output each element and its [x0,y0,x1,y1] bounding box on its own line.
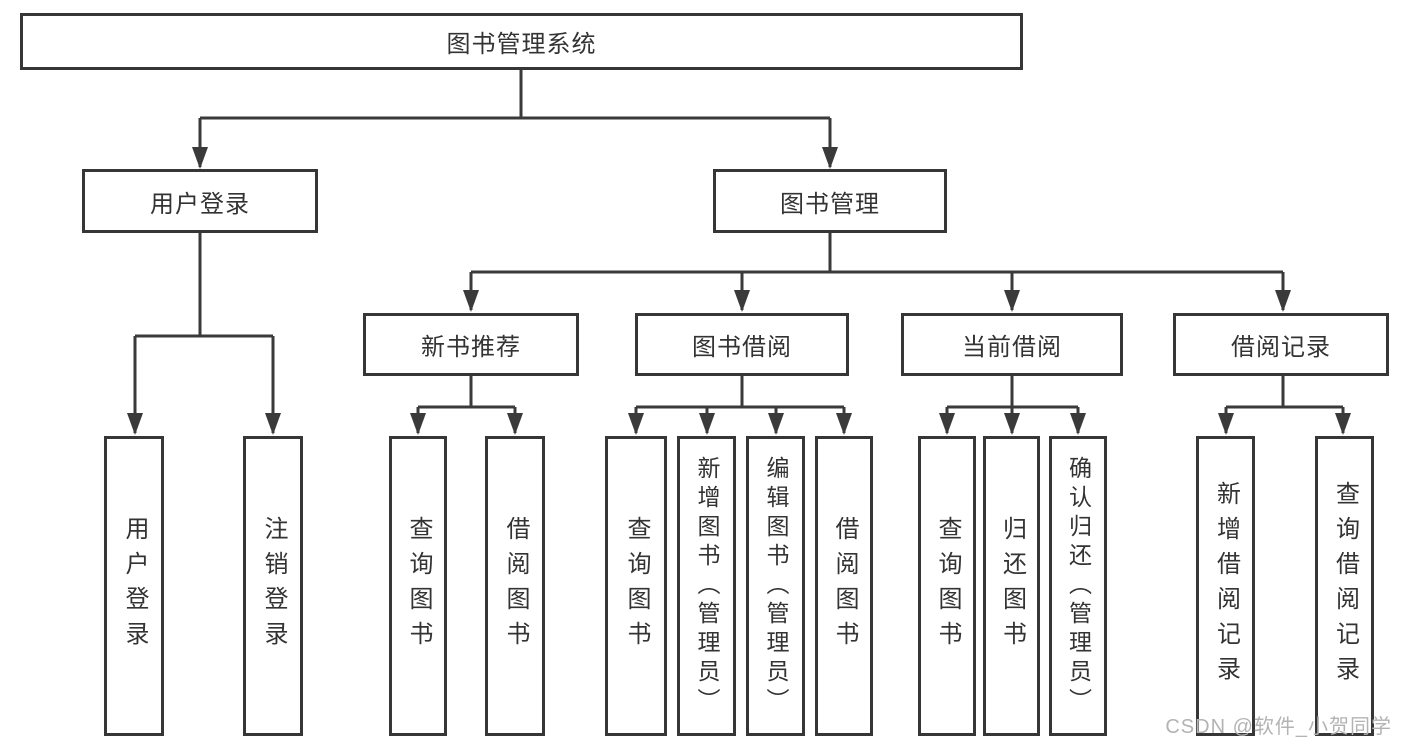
node-library-management-system: 图书管理系统 [20,13,1023,70]
leaf-return-books: 归还图书 [983,436,1040,736]
csdn-watermark: CSDN @软件_小贺同学 [1165,716,1392,738]
leaf-user-login: 用户登录 [104,436,164,736]
node-label: 查询图书 [623,516,650,656]
node-label: 借阅记录 [1231,334,1331,361]
leaf-borrow-books-borrowing: 借阅图书 [815,436,873,736]
node-borrowing-records: 借阅记录 [1173,313,1389,376]
node-label: 查询图书 [934,516,961,656]
node-label: 图书借阅 [692,334,792,361]
node-label: 查询图书 [405,516,432,656]
node-label: 确认归还（管理员） [1065,455,1092,717]
node-label: 当前借阅 [962,334,1062,361]
node-current-borrowing: 当前借阅 [901,313,1123,376]
leaf-confirm-return-admin: 确认归还（管理员） [1049,436,1107,736]
leaf-add-borrow-record: 新增借阅记录 [1196,436,1255,736]
node-label: 用户登录 [150,190,250,218]
node-book-management: 图书管理 [713,169,947,233]
leaf-query-borrow-record: 查询借阅记录 [1315,436,1374,736]
node-label: 注销登录 [260,516,287,656]
node-label: 新增图书（管理员） [694,455,720,717]
node-label: 用户登录 [121,516,148,656]
node-label: 新增借阅记录 [1212,481,1240,691]
leaf-add-books-admin: 新增图书（管理员） [677,436,736,736]
leaf-query-books-borrowing: 查询图书 [605,436,667,736]
leaf-borrow-books-recommend: 借阅图书 [485,436,545,736]
node-label: 编辑图书（管理员） [763,455,789,717]
leaf-query-books-current: 查询图书 [918,436,976,736]
leaf-edit-books-admin: 编辑图书（管理员） [746,436,805,736]
arrow-connectors [127,118,1351,435]
node-label: 图书管理系统 [446,31,597,58]
node-label: 新书推荐 [421,334,521,361]
leaf-logout: 注销登录 [243,436,303,736]
node-label: 查询借阅记录 [1331,481,1359,691]
node-label: 图书管理 [780,190,880,218]
leaf-query-books-recommend: 查询图书 [389,436,447,736]
node-label: 归还图书 [998,516,1026,656]
node-book-borrowing: 图书借阅 [635,313,849,376]
node-label: 借阅图书 [831,516,858,656]
node-user-login: 用户登录 [82,169,318,233]
node-new-book-recommendation: 新书推荐 [363,313,579,376]
node-label: 借阅图书 [502,516,529,656]
